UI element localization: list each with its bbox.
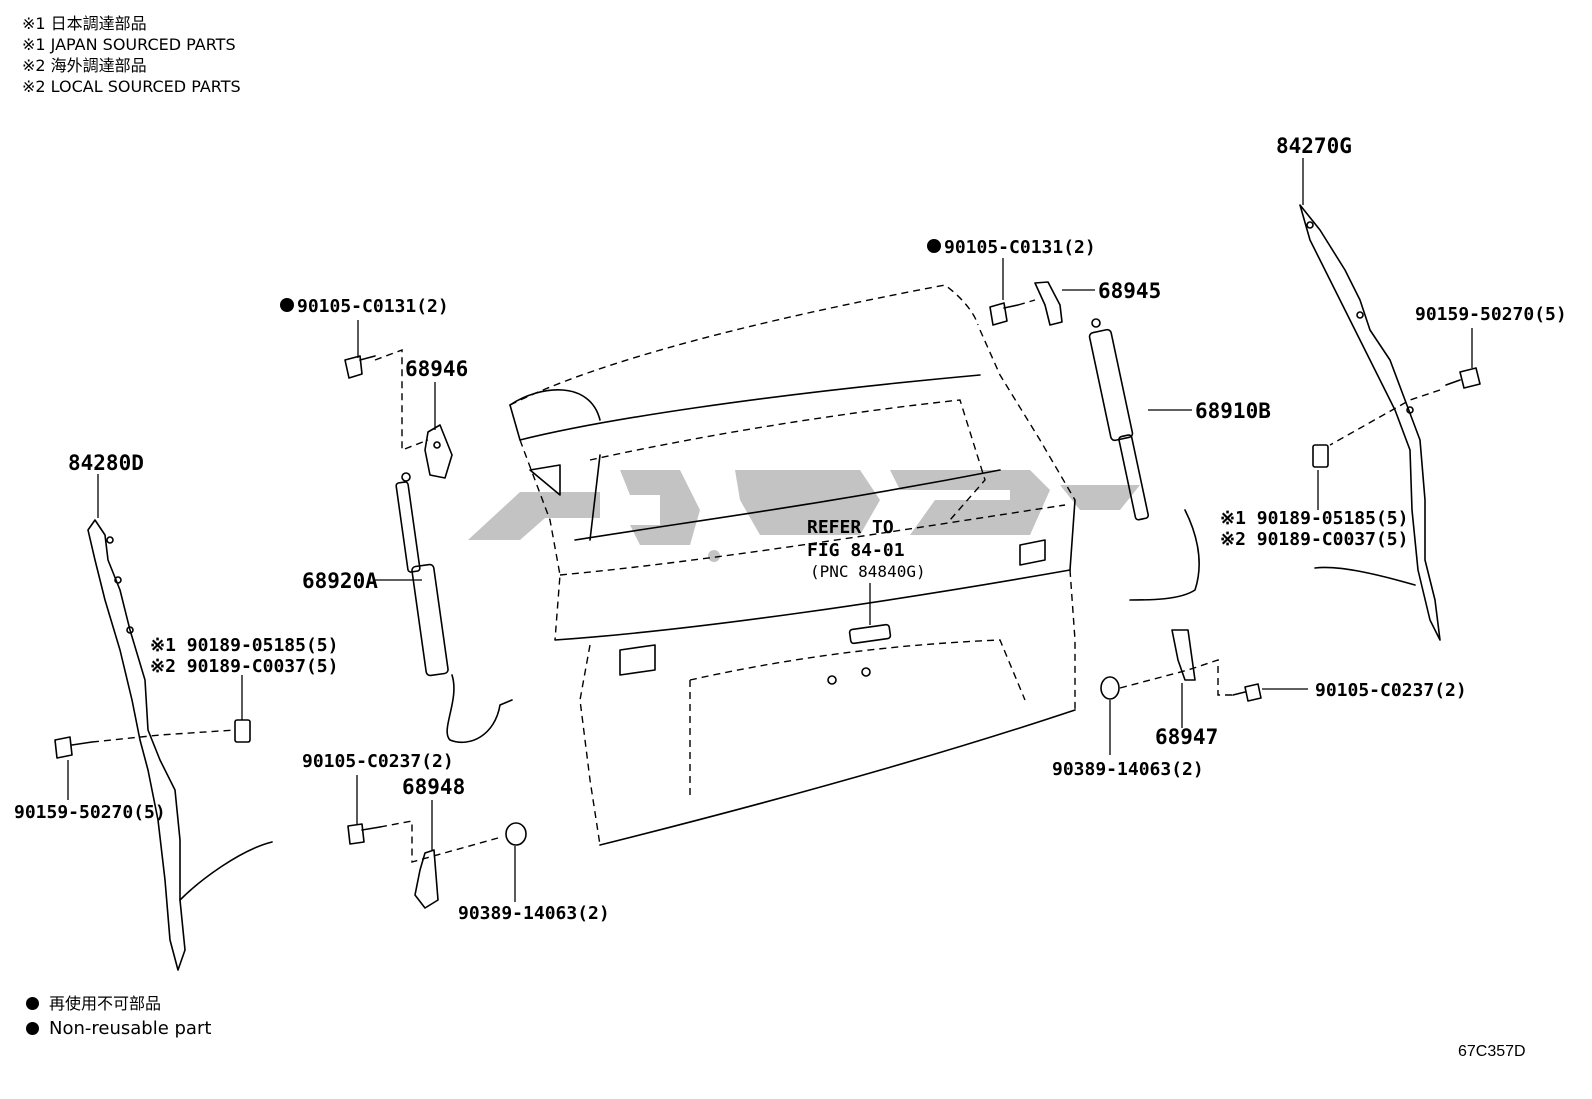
filled-bullet-icon	[26, 1022, 39, 1035]
label-90389-14063-right: 90389-14063(2)	[1052, 759, 1204, 780]
damper-stay-68910B	[1088, 318, 1200, 601]
back-door-panel	[509, 284, 1076, 846]
assembly-lines	[91, 299, 1441, 863]
wire-harness-84270G	[1299, 204, 1441, 641]
legend-nonreusable-jp: 再使用不可部品	[26, 993, 161, 1014]
label-84280D: 84280D	[68, 451, 144, 475]
label-68947: 68947	[1155, 725, 1218, 749]
note-local-jp: ※2 海外調達部品	[22, 56, 147, 75]
grommet-90389-14063-left	[505, 822, 527, 846]
refer-line2: FIG 84-01	[807, 540, 905, 561]
label-68948: 68948	[402, 775, 465, 799]
leader-lines	[67, 158, 1473, 902]
refer-line3: (PNC 84840G)	[810, 562, 926, 581]
label-68946: 68946	[405, 357, 468, 381]
legend-text-en: Non-reusable part	[49, 1018, 212, 1039]
label-90189-05185-right: ※1 90189-05185(5)	[1220, 508, 1408, 529]
bolt-90105-C0131-left	[344, 355, 376, 379]
bracket-68945	[1034, 281, 1063, 326]
nonreusable-bullet-icon	[280, 298, 294, 312]
bolt-90105-C0237-left	[347, 823, 381, 845]
label-90389-14063-left: 90389-14063(2)	[458, 903, 610, 924]
note-japan-jp: ※1 日本調達部品	[22, 14, 147, 33]
wire-harness-84280D	[87, 519, 273, 971]
damper-stay-68920A	[395, 472, 513, 744]
figure-id: 67C357D	[1458, 1043, 1526, 1060]
label-90159-50270-left: 90159-50270(5)	[14, 802, 166, 823]
label-68945: 68945	[1098, 279, 1161, 303]
clip-90189-left	[234, 719, 251, 743]
watermark-logo	[468, 470, 1140, 562]
bracket-68948	[414, 849, 439, 909]
grommet-90389-14063-right	[1100, 676, 1120, 700]
label-90105-C0131-left: 90105-C0131(2)	[297, 296, 449, 317]
refer-line1: REFER TO	[807, 517, 894, 538]
label-90105-C0237-right: 90105-C0237(2)	[1315, 680, 1467, 701]
note-local-en: ※2 LOCAL SOURCED PARTS	[22, 77, 241, 96]
label-90105-C0237-left: 90105-C0237(2)	[302, 751, 454, 772]
label-90105-C0131-right: 90105-C0131(2)	[944, 237, 1096, 258]
filled-bullet-icon	[26, 997, 39, 1010]
label-68910B: 68910B	[1195, 399, 1271, 423]
label-90159-50270-right: 90159-50270(5)	[1415, 304, 1567, 325]
label-84270G: 84270G	[1276, 134, 1352, 158]
bracket-68947	[1171, 629, 1196, 681]
legend-text-jp: 再使用不可部品	[49, 994, 162, 1013]
label-90189-C0037-left: ※2 90189-C0037(5)	[150, 656, 338, 677]
label-68920A: 68920A	[302, 569, 378, 593]
clip-90189-right	[1312, 444, 1329, 468]
note-japan-en: ※1 JAPAN SOURCED PARTS	[22, 35, 236, 54]
label-90189-05185-left: ※1 90189-05185(5)	[150, 635, 338, 656]
bolt-90159-50270-right	[1445, 367, 1481, 389]
bolt-90105-C0131-right	[989, 302, 1019, 326]
bolt-90105-C0237-right	[1232, 683, 1262, 702]
label-90189-C0037-right: ※2 90189-C0037(5)	[1220, 529, 1408, 550]
bracket-68946	[424, 424, 453, 479]
nonreusable-bullet-icon	[927, 239, 941, 253]
bolt-90159-50270-left	[54, 736, 93, 759]
legend-nonreusable-en: Non-reusable part	[26, 1018, 211, 1039]
